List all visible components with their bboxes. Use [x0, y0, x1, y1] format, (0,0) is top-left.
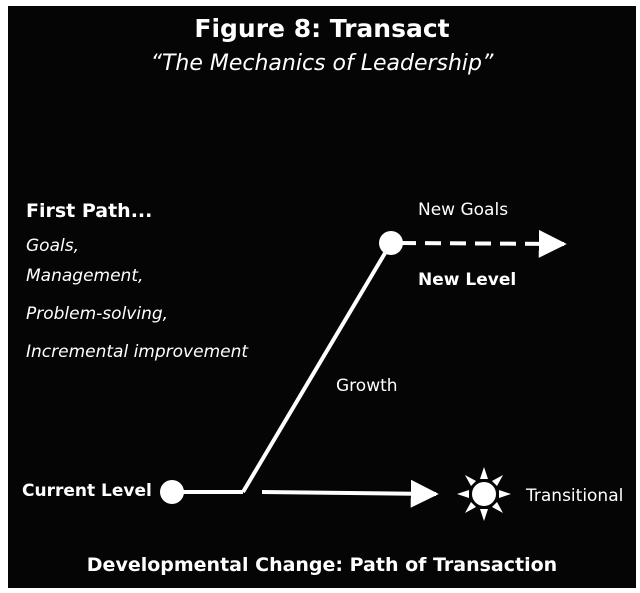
current-level-node	[160, 480, 184, 504]
first-path-item: Goals,	[26, 236, 79, 256]
first-path-item: Problem-solving,	[26, 304, 169, 324]
transitional-label: Transitional	[526, 486, 624, 506]
growth-line	[241, 241, 393, 494]
figure-subtitle: “The Mechanics of Leadership”	[150, 51, 494, 76]
sun-icon	[457, 467, 511, 521]
first-path-item: Management,	[26, 266, 144, 286]
transitional-arrow	[261, 479, 439, 508]
new-goals-dashed-arrow	[399, 229, 567, 258]
growth-label: Growth	[336, 376, 398, 396]
figure-title: Figure 8: Transact	[194, 14, 450, 43]
current-level-label: Current Level	[22, 481, 152, 501]
new-level-label: New Level	[418, 270, 517, 290]
figure-panel: Figure 8: Transact “The Mechanics of Lea…	[8, 6, 636, 588]
first-path-heading: First Path...	[26, 200, 153, 222]
first-path-item: Incremental improvement	[26, 342, 249, 362]
figure-caption: Developmental Change: Path of Transactio…	[86, 554, 558, 576]
transaction-diagram	[160, 229, 567, 521]
new-level-node	[379, 231, 403, 255]
new-goals-label: New Goals	[418, 200, 509, 220]
